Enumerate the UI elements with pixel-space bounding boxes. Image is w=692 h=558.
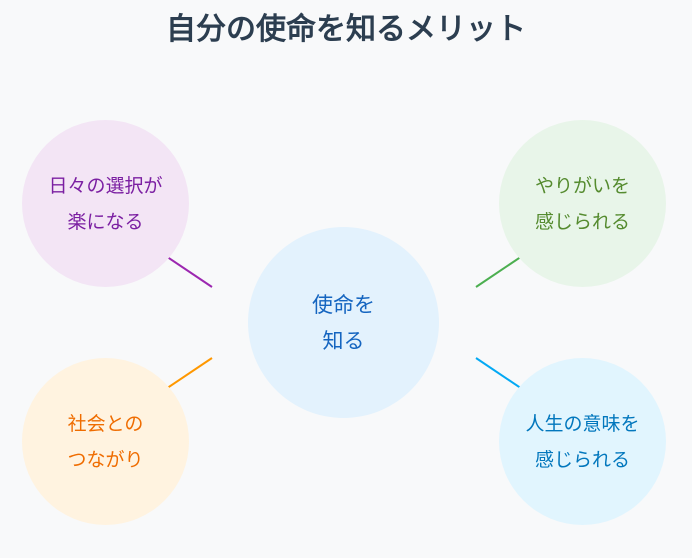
node-fulfillment: やりがいを感じられる [499,120,666,287]
node-life-meaning: 人生の意味を感じられる [499,358,666,525]
node-line1: 日々の選択が [48,174,163,197]
node-line2: 感じられる [534,448,630,471]
node-line2: 楽になる [67,210,144,233]
node-line2: 感じられる [534,210,630,233]
diagram-title: 自分の使命を知るメリット [166,12,526,47]
node-social-connection: 社会とのつながり [22,358,189,525]
center-line1: 使命を [312,292,375,317]
node-line1: 人生の意味を [525,412,640,435]
node-line1: やりがいを [534,174,630,197]
center-line2: 知る [322,328,365,353]
node-line1: 社会との [67,412,144,435]
node-daily-choices: 日々の選択が楽になる [22,120,189,287]
center-node: 使命を知る [248,227,439,418]
node-line2: つながり [67,448,144,471]
